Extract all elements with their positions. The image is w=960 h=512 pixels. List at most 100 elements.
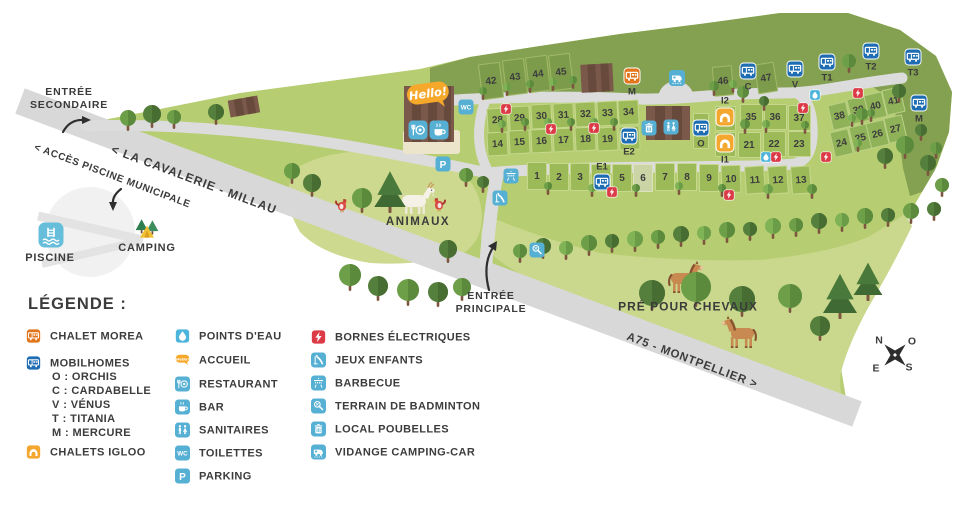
compass-rose (884, 344, 906, 366)
legend-item: LOCAL POUBELLES (311, 421, 449, 437)
borne-icon (588, 122, 600, 134)
legend-item: CHALET MOREA (26, 328, 144, 344)
storage-building (227, 95, 261, 118)
restaurant-icon (408, 120, 428, 140)
legend-label: POINTS D'EAU (199, 330, 282, 342)
morea-icon (26, 328, 41, 344)
mobil-icon-T2 (862, 42, 880, 60)
igloo-icon-I2 (715, 107, 735, 127)
legend-label: BAR (199, 401, 225, 413)
plot-5: 5 (612, 164, 632, 192)
unit-label-C: C (744, 81, 752, 92)
morea-icon-M (623, 67, 641, 85)
legend-item: JEUX ENFANTS (311, 352, 423, 368)
plot-number: 35 (745, 111, 757, 123)
borne-icon (606, 186, 618, 198)
plot-number: 36 (769, 111, 781, 123)
plot-number: 3 (577, 171, 583, 183)
legend-label: ACCUEIL (199, 354, 251, 366)
vidange-icon (311, 444, 326, 460)
trash-icon (641, 120, 657, 136)
unit-label-O: O (697, 138, 705, 149)
piscine-icon (38, 222, 64, 248)
legend-label: BARBECUE (335, 377, 401, 389)
trash-icon (311, 421, 326, 437)
plot-number: 5 (619, 172, 625, 184)
helloS-icon: Hello! (175, 353, 190, 368)
plot-number: 7 (662, 171, 668, 183)
label-camping: CAMPING (118, 242, 176, 255)
svg-text:WC: WC (461, 105, 472, 112)
animals (335, 182, 758, 350)
legend-label: CHALET MOREA (50, 330, 144, 342)
svg-text:Hello!: Hello! (176, 356, 189, 361)
parking-icon: P (435, 156, 451, 172)
legend-sub-item: O : ORCHIS (52, 371, 118, 383)
legend-item: CHALETS IGLOO (26, 444, 146, 460)
plot-number: 1 (534, 170, 540, 182)
vidange-icon (669, 70, 685, 86)
legend-item: SANITAIRES (175, 422, 269, 438)
legend-label: SANITAIRES (199, 424, 269, 436)
arrowhead (82, 116, 91, 124)
mobil-icon-O (692, 119, 710, 137)
sanitaires-icon (663, 119, 679, 135)
legend-label: LOCAL POUBELLES (335, 423, 449, 435)
mobil-icon-T3 (904, 48, 922, 66)
plot-number: 2 (556, 171, 562, 183)
plot-number: 23 (793, 138, 805, 150)
plot-9: 9 (699, 164, 719, 192)
legend-sub-item: V : VÉNUS (52, 399, 111, 411)
legend-title: LÉGENDE : (28, 295, 127, 313)
legend-item: BORNES ÉLECTRIQUES (311, 329, 471, 345)
legend-item: MOBILHOMES (26, 355, 130, 371)
mobil-icon-M (910, 94, 928, 112)
legend-sub-item: M : MERCURE (52, 427, 131, 439)
svg-text:Hello!: Hello! (408, 84, 448, 103)
goat (400, 182, 435, 214)
unit-label-M: M (915, 113, 923, 124)
svg-text:P: P (179, 472, 186, 483)
borne-icon (820, 151, 832, 163)
plot-number: 37 (793, 112, 805, 124)
mobil-icon-E1 (593, 173, 611, 191)
unit-label-I1: I1 (721, 154, 729, 165)
direction-arrows (61, 116, 497, 292)
water-icon (175, 328, 190, 344)
badminton-icon (529, 242, 545, 258)
borne-icon (545, 123, 557, 135)
plot-number: 6 (640, 172, 646, 184)
unit-label-I2: I2 (721, 95, 729, 106)
water-icon (809, 89, 821, 101)
legend-label: BORNES ÉLECTRIQUES (335, 331, 471, 343)
borne-icon (500, 103, 512, 115)
legend-label: TOILETTES (199, 447, 263, 459)
legend-item: Hello! ACCUEIL (175, 353, 251, 368)
mobil-icon-E2 (620, 127, 638, 145)
restaurant-icon (175, 376, 190, 392)
legend-label: TERRAIN DE BADMINTON (335, 400, 481, 412)
parking-icon: P (175, 468, 190, 484)
borne-icon (723, 189, 735, 201)
legend-item: RESTAURANT (175, 376, 278, 392)
igloo-icon (26, 444, 41, 460)
plot-number: 8 (684, 171, 690, 183)
plot-23: 23 (787, 131, 811, 157)
unit-label-T1: T1 (821, 72, 833, 83)
label-compass-n: N (875, 334, 883, 347)
barbecue-icon (503, 168, 519, 184)
arrowhead (488, 241, 497, 251)
legend-label: MOBILHOMES (50, 357, 130, 369)
label-animaux: ANIMAUX (385, 215, 451, 228)
slide-icon (311, 352, 326, 368)
plot-3: 3 (570, 163, 590, 191)
barbecue-icon (311, 375, 326, 391)
